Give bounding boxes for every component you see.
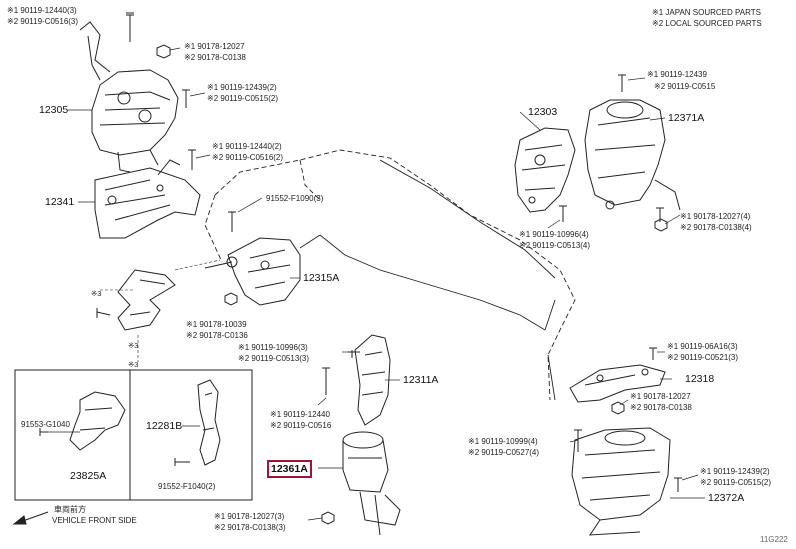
callout-bolt9-local: ※2 90119-C0521(3) — [667, 353, 739, 362]
callout-bolt12: 91553-G1040 — [21, 420, 70, 429]
callout-bolt9-japan: ※1 90119-06A16(3) — [667, 342, 738, 351]
callout-nut2-japan: ※1 90178-10039 — [186, 320, 247, 329]
callout-bolt2-japan: ※1 90119-12439(2) — [207, 83, 277, 92]
mark-3-middle: ※3 — [128, 341, 139, 350]
callout-bolt8-local: ※2 90119-C0516 — [270, 421, 332, 430]
callout-nut-japan: ※1 90178-12027 — [184, 42, 245, 51]
bracket-3-drawing — [117, 269, 176, 331]
mark-3-upper: ※3 — [91, 289, 102, 298]
leader-lines — [48, 47, 705, 521]
part-label-12281B[interactable]: 12281B — [146, 420, 183, 432]
figure-code: 11G222 — [760, 535, 788, 544]
callout-bolt2-local: ※2 90119-C0515(2) — [207, 94, 279, 103]
callout-bolt11-local: ※2 90119-C0515(2) — [700, 478, 772, 487]
callout-bolt5-local: ※2 90119-C0515 — [654, 82, 716, 91]
callout-nut4-local: ※2 90178-C0138 — [630, 403, 692, 412]
front-arrow-icon — [12, 511, 49, 525]
part-label-12305[interactable]: 12305 — [39, 104, 69, 116]
callout-bolt3-local: ※2 90119-C0516(2) — [212, 153, 284, 162]
part-12303-drawing — [514, 127, 576, 213]
dashed-guides — [100, 259, 221, 362]
part-23825A-drawing — [69, 391, 126, 451]
bolts — [39, 12, 682, 492]
callout-nut2-local: ※2 90178-C0136 — [186, 331, 248, 340]
callout-bolt11-japan: ※1 90119-12439(2) — [700, 467, 770, 476]
part-label-12371A[interactable]: 12371A — [668, 112, 705, 124]
subassembly-box — [14, 369, 253, 501]
part-label-12303[interactable]: 12303 — [528, 106, 558, 118]
callout-bolt7-japan: ※1 90119-10996(3) — [238, 343, 308, 352]
callout-nut5-japan: ※1 90178-12027(3) — [214, 512, 285, 521]
callout-bolt8-japan: ※1 90119-12440 — [270, 410, 330, 419]
engine-outline — [204, 149, 576, 401]
note-local-sourced: ※2 LOCAL SOURCED PARTS — [652, 19, 762, 28]
nuts — [156, 44, 668, 525]
part-12318-drawing — [569, 364, 666, 403]
part-12305-drawing — [79, 21, 179, 173]
callout-nut4-japan: ※1 90178-12027 — [630, 392, 691, 401]
engine-body-lines — [299, 159, 556, 401]
callout-nut3-japan: ※1 90178-12027(4) — [680, 212, 751, 221]
part-label-12341[interactable]: 12341 — [45, 196, 75, 208]
callout-bolt6-japan: ※1 90119-10996(4) — [519, 230, 589, 239]
callout-nut-local: ※2 90178-C0138 — [184, 53, 246, 62]
part-12372A-drawing — [571, 427, 671, 536]
callout-bolt7-local: ※2 90119-C0513(3) — [238, 354, 310, 363]
part-label-12361A[interactable]: 12361A — [267, 460, 312, 478]
callout-bolt10-japan: ※1 90119-10999(4) — [468, 437, 538, 446]
part-label-12315A[interactable]: 12315A — [303, 272, 340, 284]
part-12315A-drawing — [204, 237, 301, 306]
part-label-12311A[interactable]: 12311A — [403, 374, 439, 386]
vehicle-front-en: VEHICLE FRONT SIDE — [52, 516, 137, 525]
callout-nut3-local: ※2 90178-C0138(4) — [680, 223, 752, 232]
callout-bolt6-local: ※2 90119-C0513(4) — [519, 241, 591, 250]
part-12371A-drawing — [584, 99, 681, 211]
callout-bolt10-local: ※2 90119-C0527(4) — [468, 448, 540, 457]
part-12281B-drawing — [197, 379, 221, 466]
part-label-23825A[interactable]: 23825A — [70, 470, 107, 482]
part-12361A-drawing — [342, 431, 401, 536]
callout-bolt13: 91552-F1040(2) — [158, 482, 216, 491]
part-12341-drawing — [94, 159, 201, 239]
callout-bolt-japan: ※1 90119-12440(3) — [7, 6, 77, 15]
part-label-12372A[interactable]: 12372A — [708, 492, 745, 504]
callout-bolt4: 91552-F1090(3) — [266, 194, 324, 203]
callout-nut5-local: ※2 90178-C0138(3) — [214, 523, 286, 532]
mark-3-lower: ※3 — [128, 360, 139, 369]
callout-bolt3-japan: ※1 90119-12440(2) — [212, 142, 282, 151]
vehicle-front-jp: 車両前方 — [54, 505, 86, 514]
part-label-12318[interactable]: 12318 — [685, 373, 715, 385]
note-japan-sourced: ※1 JAPAN SOURCED PARTS — [652, 8, 761, 17]
callout-bolt5-japan: ※1 90119-12439 — [647, 70, 707, 79]
part-12311A-drawing — [354, 334, 391, 426]
callout-bolt-local: ※2 90119-C0516(3) — [7, 17, 79, 26]
